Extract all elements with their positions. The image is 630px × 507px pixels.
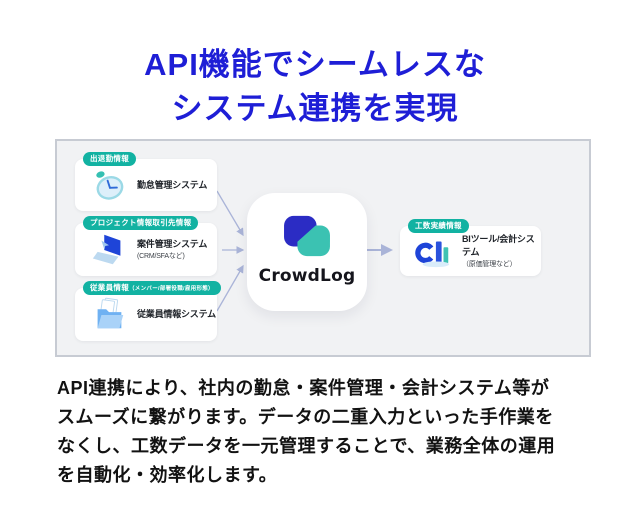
bi-accounting-label: BIツール/会計システム [462,234,535,257]
page-title-line2: システム連携を実現 [171,90,459,126]
manhour-results-badge: 工数実績情報 [408,219,469,233]
source-card-project: プロジェクト情報取引先情報 案件管理システム (CRM/SFAなど) [75,216,217,276]
clock-icon [96,171,124,200]
laptop-icon [92,234,121,264]
source-card-attendance: 出退勤情報 勤怠管理システム [75,152,217,211]
folder-icon [97,297,124,328]
description-line: を自動化・効率化します。 [57,465,278,485]
project-badge-label: プロジェクト情報取引先情報 [90,218,192,227]
employee-badge-note: （メンバー/部署役職/雇用形態） [129,286,214,292]
page-title-line1: API機能でシームレスな [144,46,486,82]
employee-system-label: 従業員情報システム [137,309,216,320]
description-line: スムーズに繋がります。データの二重入力といった手作業を [57,407,554,427]
crowdlog-logo-mark [284,215,330,257]
crowdlog-wordmark: CrowdLog [258,266,356,286]
hub-card-crowdlog: CrowdLog [247,193,367,311]
project-info-badge: プロジェクト情報取引先情報 [83,216,199,230]
arrow-attendance-to-hub [216,190,244,237]
bi-accounting-sublabel: （原価管理など） [462,260,517,268]
employee-info-badge: 従業員情報（メンバー/部署役職/雇用形態） [83,281,221,295]
connector-arrows [216,190,393,312]
output-card-bi-accounting: 工数実績情報 BIツール/会計システム （原価管理など） [400,219,541,276]
description-line: なくし、工数データを一元管理することで、業務全体の運用 [57,436,556,456]
attendance-info-badge: 出退勤情報 [83,152,136,166]
description-text: API連携により、社内の勤怠・案件管理・会計システム等が スムーズに繋がります。… [57,374,597,490]
source-card-employee: 従業員情報（メンバー/部署役職/雇用形態） 従業員情報システム [75,281,221,341]
arrow-employee-to-hub [216,264,244,312]
page-title: API機能でシームレスな システム連携を実現 [0,43,630,131]
attendance-badge-label: 出退勤情報 [90,154,129,163]
integration-diagram-panel: 出退勤情報 勤怠管理システム プロジェクト情報取引先情報 [55,139,591,357]
employee-badge-label: 従業員情報 [90,283,129,292]
project-system-label: 案件管理システム [137,238,208,249]
attendance-system-label: 勤怠管理システム [137,179,208,190]
manhour-badge-label: 工数実績情報 [415,221,462,230]
description-line: API連携により、社内の勤怠・案件管理・会計システム等が [57,378,550,398]
project-system-sublabel: (CRM/SFAなど) [137,253,185,261]
bar-chart-icon [415,241,450,268]
